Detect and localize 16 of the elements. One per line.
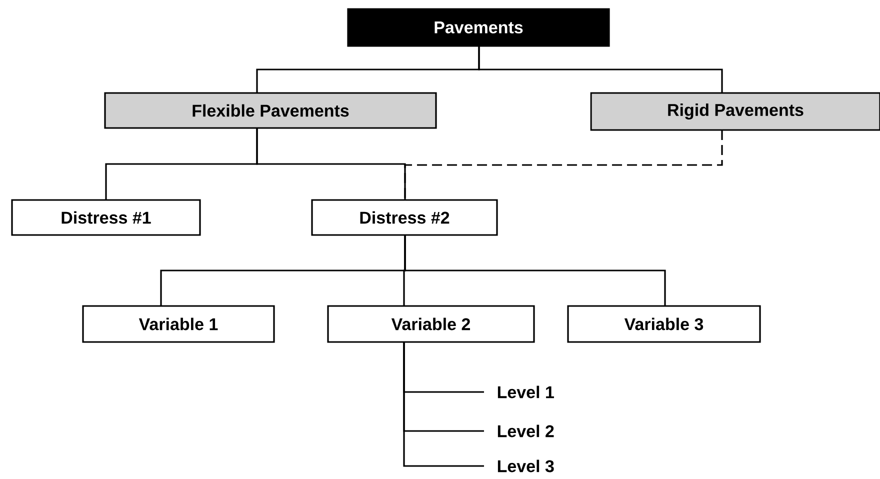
item-box: Variable 3 (567, 305, 761, 343)
connector (404, 235, 666, 306)
root-box: Pavements (347, 8, 610, 47)
item-box: Distress #1 (11, 199, 201, 236)
item-box: Distress #2 (311, 199, 498, 236)
level-label: Level 1 (498, 386, 554, 398)
category-box: Rigid Pavements (590, 92, 880, 131)
connector (403, 342, 484, 467)
connector (256, 128, 406, 200)
category-box: Flexible Pavements (104, 92, 437, 129)
connector (478, 46, 723, 93)
level-label: Level 3 (498, 460, 554, 472)
item-box: Variable 2 (327, 305, 535, 343)
connector (404, 130, 723, 200)
item-box: Variable 1 (82, 305, 275, 343)
level-label: Level 2 (498, 424, 554, 438)
